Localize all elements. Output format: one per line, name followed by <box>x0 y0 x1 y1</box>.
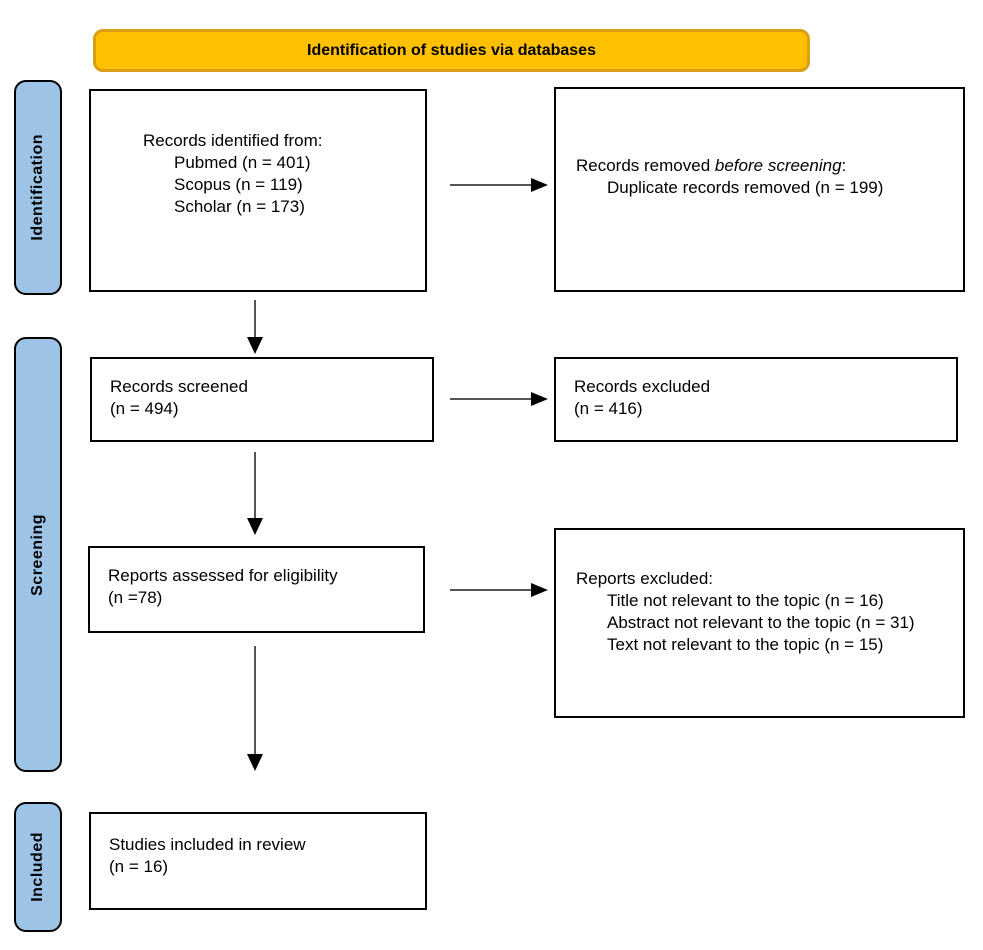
arrow-identified-to-removed <box>450 184 532 186</box>
box-records-excluded: Records excluded (n = 416) <box>554 357 958 442</box>
arrow-assessed-to-included-head-icon <box>247 754 263 771</box>
arrow-identified-to-removed-head-icon <box>531 178 548 192</box>
reports-excluded-heading: Reports excluded: <box>576 569 714 588</box>
arrow-assessed-to-reports-excluded <box>450 589 532 591</box>
phase-tab-included: Included <box>14 802 62 932</box>
records-excluded-line1: Records excluded <box>574 377 711 396</box>
studies-included-line1: Studies included in review <box>109 835 306 854</box>
records-removed-suffix: : <box>841 156 847 175</box>
records-identified-item: Pubmed (n = 401) <box>174 153 311 172</box>
reports-assessed-line2: (n =78) <box>108 588 163 607</box>
records-removed-prefix: Records removed <box>576 156 715 175</box>
banner-identification-of-studies: Identification of studies via databases <box>93 29 810 72</box>
box-reports-assessed: Reports assessed for eligibility (n =78) <box>88 546 425 633</box>
records-identified-item: Scholar (n = 173) <box>174 197 305 216</box>
records-screened-line1: Records screened <box>110 377 248 396</box>
reports-excluded-item: Title not relevant to the topic (n = 16) <box>607 591 884 610</box>
arrow-screened-to-excluded <box>450 398 532 400</box>
records-excluded-line2: (n = 416) <box>574 399 643 418</box>
phase-tab-included-label: Included <box>29 832 46 902</box>
studies-included-line2: (n = 16) <box>109 857 169 876</box>
records-removed-emphasis: before screening <box>714 156 842 175</box>
records-identified-heading: Records identified from: <box>143 131 323 150</box>
arrow-screened-to-assessed <box>254 452 256 520</box>
records-removed-heading: Records removed before screening: <box>576 155 953 177</box>
reports-excluded-item: Abstract not relevant to the topic (n = … <box>607 613 915 632</box>
box-records-screened: Records screened (n = 494) <box>90 357 434 442</box>
records-removed-item: Duplicate records removed (n = 199) <box>607 178 884 197</box>
banner-label: Identification of studies via databases <box>307 41 596 59</box>
box-reports-excluded: Reports excluded: Title not relevant to … <box>554 528 965 718</box>
arrow-identified-to-screened <box>254 300 256 339</box>
reports-assessed-line1: Reports assessed for eligibility <box>108 566 338 585</box>
reports-excluded-item: Text not relevant to the topic (n = 15) <box>607 635 884 654</box>
records-identified-item: Scopus (n = 119) <box>174 175 303 194</box>
records-screened-line2: (n = 494) <box>110 399 179 418</box>
arrow-screened-to-excluded-head-icon <box>531 392 548 406</box>
phase-tab-screening: Screening <box>14 337 62 772</box>
arrow-assessed-to-reports-excluded-head-icon <box>531 583 548 597</box>
arrow-identified-to-screened-head-icon <box>247 337 263 354</box>
arrow-screened-to-assessed-head-icon <box>247 518 263 535</box>
box-records-removed: Records removed before screening: Duplic… <box>554 87 965 292</box>
box-records-identified: Records identified from: Pubmed (n = 401… <box>89 89 427 292</box>
arrow-assessed-to-included <box>254 646 256 756</box>
box-studies-included: Studies included in review (n = 16) <box>89 812 427 910</box>
phase-tab-identification: Identification <box>14 80 62 295</box>
phase-tab-identification-label: Identification <box>29 134 46 241</box>
phase-tab-screening-label: Screening <box>29 513 46 596</box>
